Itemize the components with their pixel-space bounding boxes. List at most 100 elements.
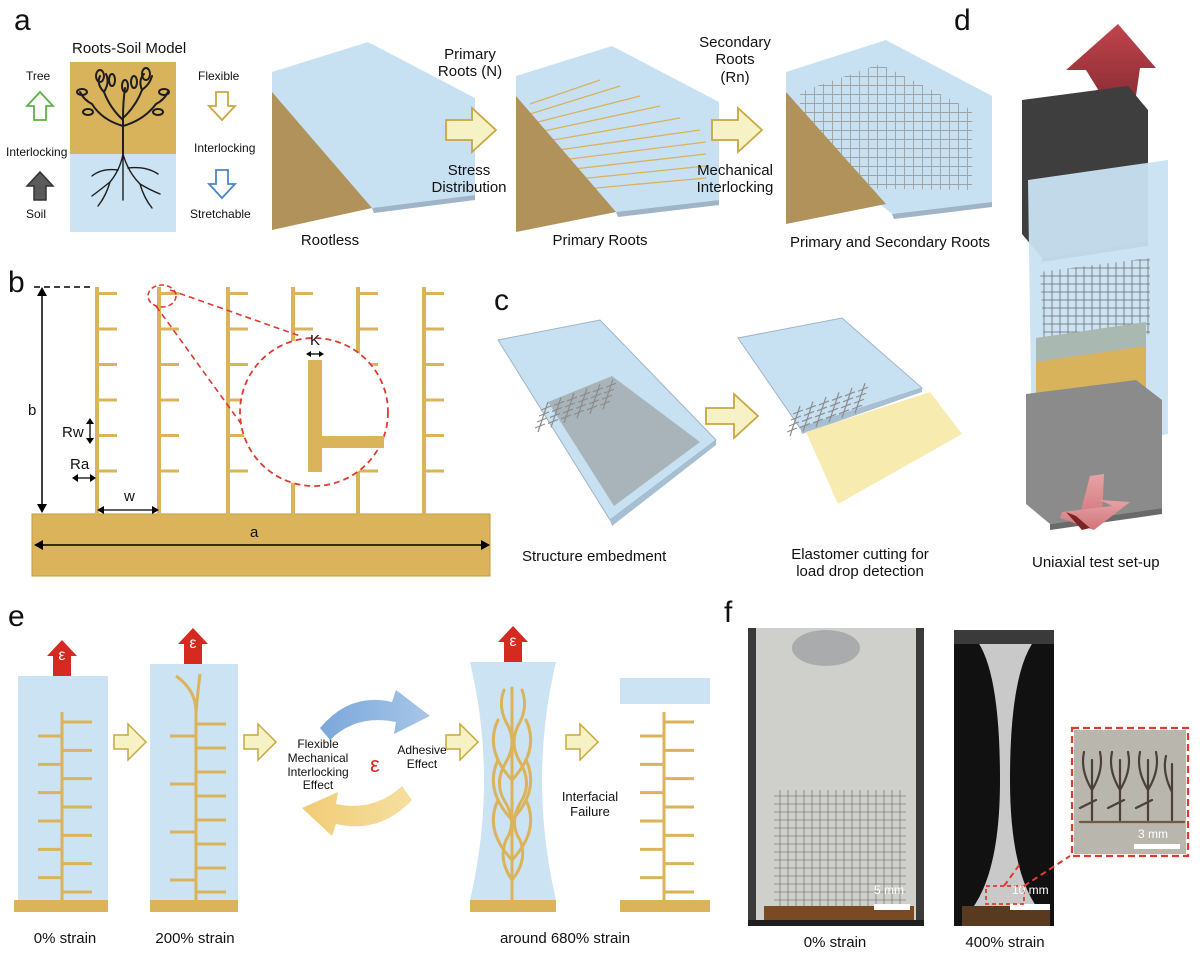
- strain-arrows: [47, 626, 528, 676]
- dim-label-b: b: [28, 402, 37, 419]
- embedded-root: [789, 405, 801, 437]
- caption-200-strain: 200% strain: [155, 930, 235, 947]
- panel-e: [14, 626, 710, 912]
- embedded-branch: [853, 398, 865, 404]
- secondary-root: [97, 398, 117, 402]
- embedded-branch: [805, 404, 817, 411]
- panel-label-d: d: [954, 4, 971, 37]
- embedded-branch: [851, 404, 863, 410]
- model-title: Roots-Soil Model: [72, 40, 187, 57]
- embedded-branch: [844, 391, 856, 397]
- dim-label-a: a: [250, 524, 259, 541]
- embedded-branch: [538, 411, 550, 417]
- embedded-branch: [562, 408, 574, 414]
- secondary-root: [228, 292, 248, 295]
- embedded-branch: [549, 412, 561, 419]
- secondary-root: [228, 398, 248, 402]
- embedded-branch: [551, 406, 563, 413]
- zoom-root-branch: [308, 436, 384, 448]
- scale-label-3mm: 3 mm: [1138, 827, 1168, 841]
- scale-label-5mm: 5 mm: [874, 883, 904, 897]
- embedded-branch: [599, 400, 611, 406]
- embedded-branch: [829, 401, 841, 407]
- zoom-line: [1003, 863, 1021, 887]
- strain-arrow-icon: [47, 640, 77, 676]
- panel-label-e: e: [8, 600, 25, 633]
- root-structure: [170, 673, 226, 902]
- roots-icon: [91, 153, 161, 209]
- epsilon-symbol: ε: [370, 752, 380, 777]
- label-interlocking-right: Interlocking: [194, 141, 256, 155]
- strain-arrow-icon: [498, 626, 528, 662]
- panel-a: [24, 40, 992, 232]
- embedded-branch: [857, 386, 869, 392]
- secondary-root: [424, 363, 444, 366]
- panel-b: [31, 284, 491, 577]
- embedded-root: [602, 379, 614, 410]
- zoom-line: [1023, 855, 1071, 887]
- scale-label-10mm: 10 mm: [1012, 883, 1049, 897]
- embedded-branch: [577, 397, 589, 403]
- secondary-root: [228, 327, 248, 331]
- caption-rootless: Rootless: [300, 232, 360, 249]
- embedded-branch: [788, 421, 800, 427]
- up-arrow-icon: [25, 170, 55, 201]
- secondary-root: [159, 363, 179, 366]
- embedded-structure: [786, 383, 869, 437]
- embedded-branch: [801, 416, 813, 423]
- caption-structure-embedment: Structure embedment: [522, 548, 667, 565]
- embedded-branch: [601, 394, 613, 400]
- dim-label-rw: Rw: [62, 424, 84, 441]
- process-arrow-icon: [565, 722, 600, 762]
- embedded-branch: [816, 406, 828, 412]
- up-arrow-icon: [24, 90, 56, 121]
- process-arrow-icon: [711, 105, 764, 155]
- embedded-root: [854, 383, 866, 414]
- dim-label-w: w: [124, 488, 135, 505]
- label-tree: Tree: [26, 69, 51, 83]
- process-arrow-icon: [243, 722, 278, 762]
- label-stretchable: Stretchable: [190, 207, 251, 221]
- zoom-line: [155, 305, 251, 437]
- secondary-root: [424, 469, 444, 473]
- embedded-branch: [575, 403, 587, 409]
- primary-roots-specimen: [516, 46, 719, 232]
- embedded-structure: [534, 379, 617, 433]
- label-soil: Soil: [26, 207, 47, 221]
- specimen-structure: [1040, 258, 1150, 346]
- caption-0-strain: 0% strain: [33, 930, 97, 947]
- embedded-branch: [786, 427, 798, 433]
- label-flexible: Flexible: [198, 69, 240, 83]
- secondary-root: [97, 434, 117, 437]
- separated-top: [620, 678, 710, 704]
- scale-bar: [1134, 844, 1180, 849]
- embedded-branch: [605, 382, 617, 388]
- strain-arrow-label: ε: [58, 647, 66, 664]
- process-arrow-icon: [445, 722, 480, 762]
- embedded-root: [815, 396, 827, 428]
- cycle-arrow-blue-icon: [320, 690, 430, 740]
- embedded-branch: [588, 399, 600, 405]
- secondary-root: [159, 292, 179, 295]
- dim-label-k: K: [310, 332, 321, 349]
- process-arrow-icon: [705, 391, 760, 441]
- embedded-branch: [838, 409, 850, 415]
- secondary-root: [358, 469, 378, 473]
- root-structure: [640, 712, 694, 908]
- down-arrow-icon: [206, 91, 238, 122]
- primary-root: [175, 673, 202, 902]
- caption-680-strain: around 680% strain: [499, 930, 631, 947]
- embedded-branch: [536, 417, 548, 423]
- panel-f: [748, 628, 1190, 926]
- embedded-branch: [590, 393, 602, 399]
- down-arrow-icon: [206, 169, 238, 200]
- caption-primary-roots: Primary Roots: [552, 232, 648, 249]
- embedded-root: [550, 397, 562, 428]
- embedded-branch: [827, 407, 839, 413]
